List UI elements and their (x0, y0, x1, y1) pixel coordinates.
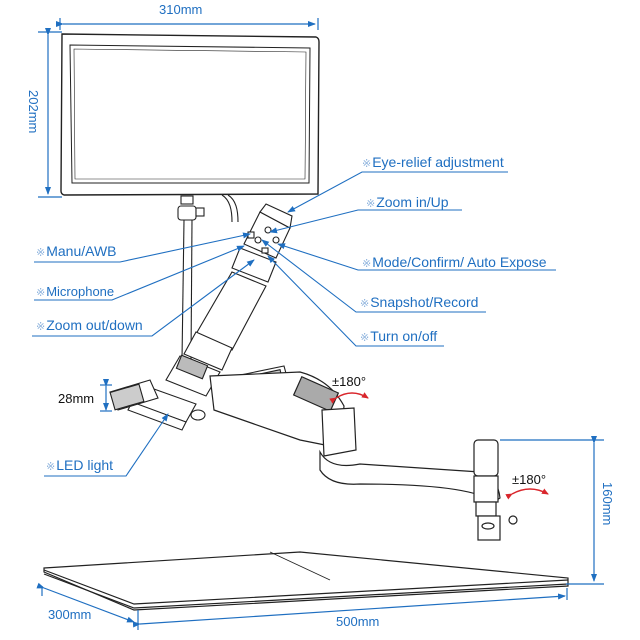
rotation-arrows (329, 392, 549, 500)
pillar-height-dimension: 160mm (600, 482, 615, 526)
lens-diameter-dimension: 28mm (58, 391, 95, 406)
callout-zoom-in: ※Zoom in/Up (366, 194, 449, 210)
callout-snapshot: ※Snapshot/Record (360, 294, 479, 310)
callout-marker-icon: ※ (36, 321, 46, 333)
pillar-rotation-label: ±180° (512, 472, 547, 487)
dimension-lines (36, 18, 604, 630)
callout-marker-icon: ※ (46, 461, 56, 473)
arm-rotation-label: ±180° (332, 374, 367, 389)
callout-microphone: ※Microphone (36, 284, 115, 299)
base-width-dimension: 500mm (336, 614, 380, 629)
callout-power: ※Turn on/off (360, 328, 438, 344)
base-depth-dimension: 300mm (48, 607, 92, 622)
callout-marker-icon: ※ (360, 298, 370, 310)
callout-marker-icon: ※ (362, 158, 372, 170)
callout-manu-awb: ※Manu/AWB (36, 243, 117, 259)
callout-marker-icon: ※ (366, 198, 376, 210)
arm (209, 371, 518, 541)
callout-marker-icon: ※ (36, 247, 46, 259)
leader-lines (32, 171, 556, 477)
monitor-mount (177, 194, 239, 361)
callout-marker-icon: ※ (360, 332, 370, 344)
monitor-width-dimension: 310mm (159, 2, 203, 17)
callout-eye-relief: ※Eye-relief adjustment (362, 154, 504, 170)
callout-zoom-out: ※Zoom out/down (36, 317, 143, 333)
callout-led-light: ※LED light (46, 457, 114, 473)
monitor (60, 33, 320, 196)
callout-mode-confirm: ※Mode/Confirm/ Auto Expose (362, 254, 547, 270)
callout-marker-icon: ※ (36, 287, 46, 299)
callout-marker-icon: ※ (362, 258, 372, 270)
monitor-height-dimension: 202mm (26, 90, 41, 134)
